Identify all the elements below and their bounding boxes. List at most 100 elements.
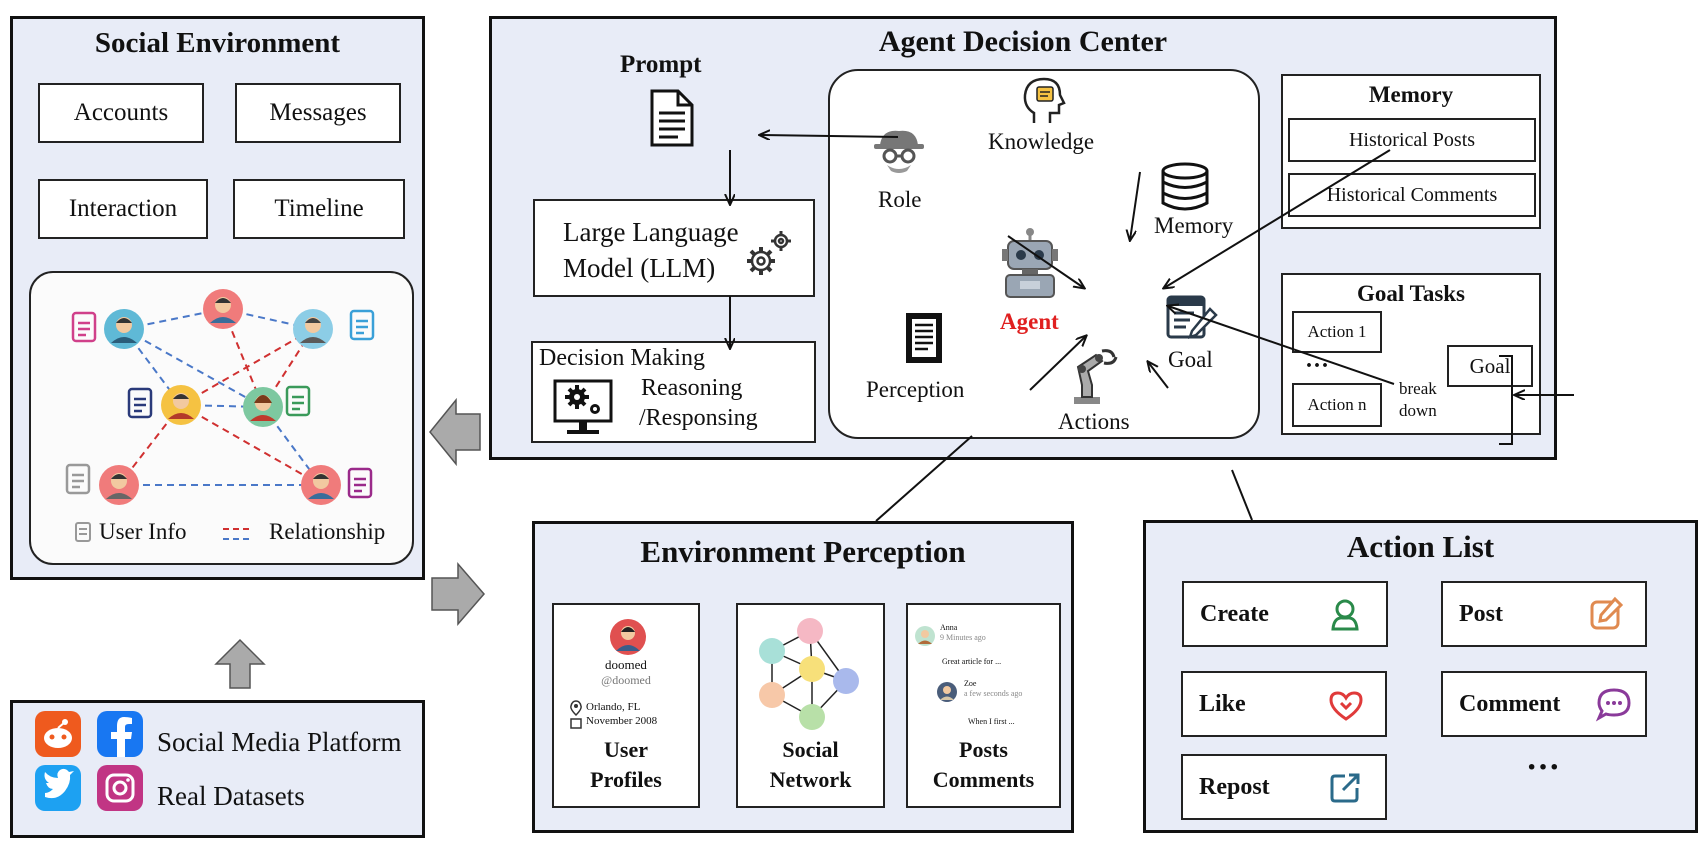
like-action: Like [1181,671,1387,737]
user-profiles-card: doomed @doomed Orlando, FL November 2008… [552,603,700,808]
down-label: down [1399,401,1437,420]
environment-perception-panel: Environment Perception doomed @doomed Or… [532,521,1074,833]
action-list-title: Action List [1346,529,1495,564]
network-node [759,638,785,664]
avatar [161,385,201,425]
goal-task-box: Goal [1447,345,1533,387]
historical-posts-box: Historical Posts [1288,118,1536,162]
platform-icons [35,711,143,811]
network-node [833,668,859,694]
llm-box: Large Language Model (LLM) [533,199,815,297]
decision-making-box: Decision Making Reasoning /Responsing [531,341,816,443]
user-network-graph [65,289,375,542]
social-network-line2: Network [769,767,852,792]
user-info-icon [347,467,373,499]
location-pin-icon [570,700,582,729]
actions-robot-arm-icon [1074,349,1118,404]
prompt-document-icon [650,89,694,147]
actions-label: Actions [1058,409,1130,434]
comment-bubble-icon [1595,688,1631,722]
comment1-time: 9 Minutes ago [940,633,986,642]
memory-database-icon [1161,162,1209,211]
user-info-icon [65,463,91,495]
knowledge-label: Knowledge [988,129,1095,154]
social-network-line1: Social [782,737,839,762]
social-environment-title: Social Environment [94,27,341,59]
reddit-icon [35,711,81,757]
memory-panel: Memory Historical Posts Historical Comme… [1281,74,1541,229]
reasoning-line1: Reasoning [641,375,743,401]
user-info-icon [127,387,153,419]
perception-label: Perception [866,377,965,402]
comment2-time: a few seconds ago [964,689,1023,698]
posts-comments-line1: Posts [959,737,1008,762]
role-spy-icon [874,130,924,173]
legend-user-info-label: User Info [99,519,187,544]
gears-icon [747,231,791,275]
messages-box: Messages [235,83,401,143]
profile-avatar [610,619,646,655]
legend-user-info-icon [75,522,91,542]
create-action: Create [1182,581,1388,647]
legend-relationship-icon [223,528,253,540]
env-perception-title: Environment Perception [640,534,966,569]
action-list-panel: Action List Create Post Like Comment Rep… [1143,520,1698,833]
create-label: Create [1200,601,1269,627]
avatar [243,387,283,427]
twitter-icon [35,765,81,811]
edge [123,328,264,408]
decision-making-label: Decision Making [539,345,705,371]
knowledge-head-icon [1023,77,1066,123]
agent-core-area: Knowledge Role Memory [828,69,1260,439]
profile-handle: @doomed [601,673,651,687]
reasoning-line2: /Responsing [639,405,758,431]
comment2-text: When I first ... [968,717,1015,726]
action-n-box: Action n [1292,383,1382,427]
comment-avatar [937,682,957,702]
goal-browser-icon [1166,295,1218,339]
user-info-icon [349,309,375,341]
posts-comments-line2: Comments [932,767,1035,792]
goal-tasks-title: Goal Tasks [1356,281,1466,306]
comment2-name: Zoe [964,679,977,688]
avatar [203,289,243,329]
interaction-box: Interaction [38,179,208,239]
repost-label: Repost [1199,774,1270,800]
break-label: break [1399,379,1437,398]
avatar [301,465,341,505]
agent-decision-center-panel: Agent Decision Center Prompt Large Langu… [489,16,1557,460]
comment1-name: Anna [940,623,958,632]
right-block-arrow [431,561,485,627]
create-user-icon [1331,599,1359,631]
like-heart-icon [1329,691,1363,721]
profile-date: November 2008 [586,715,658,727]
left-block-arrow [429,397,481,467]
like-label: Like [1199,691,1246,717]
facebook-icon [97,711,143,757]
comment-action: Comment [1441,671,1647,737]
user-profiles-line2: Profiles [590,767,662,792]
legend-relationship-label: Relationship [269,519,386,544]
user-profiles-line1: User [604,737,648,762]
action-1-box: Action 1 [1292,311,1382,353]
real-datasets-label: Real Datasets [157,781,305,811]
llm-label-line2: Model (LLM) [563,253,716,283]
repost-share-icon [1330,773,1360,803]
avatar [293,309,333,349]
user-info-icon [71,311,97,343]
post-action: Post [1441,581,1647,647]
memory-panel-title: Memory [1368,82,1454,107]
agent-robot-icon [1002,228,1058,298]
comment1-text: Great article for ... [942,657,1002,666]
comment-label: Comment [1459,691,1561,717]
agent-label: Agent [1000,309,1059,334]
post-edit-icon [1590,596,1624,630]
historical-comments-box: Historical Comments [1288,173,1536,217]
role-label: Role [878,187,922,212]
edge [180,404,322,486]
memory-label: Memory [1154,213,1234,238]
action-list-more: ··· [1526,749,1561,786]
monitor-gears-icon [553,379,613,434]
platform-panel: Social Media Platform Real Datasets [10,700,425,838]
goal-label: Goal [1168,347,1213,372]
